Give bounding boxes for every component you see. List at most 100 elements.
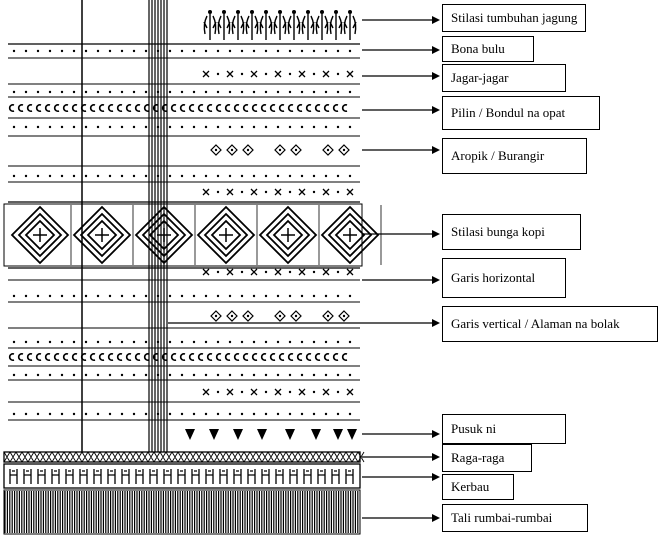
dot [180,174,184,178]
dot [24,174,28,178]
dot [48,90,52,94]
cross [322,70,330,78]
dot [324,174,328,178]
dot [60,412,64,416]
arrow [362,473,440,481]
crescent [332,104,339,112]
triangle [233,429,243,440]
corn-plant [329,14,343,40]
diamond [338,310,350,322]
dot [264,125,268,129]
dot [276,174,280,178]
dot [96,373,100,377]
flower-diamond [265,212,311,258]
dot [48,412,52,416]
corn-head [264,10,268,14]
dot [264,373,268,377]
dot [288,340,292,344]
dot [24,340,28,344]
diamond-center [342,314,346,318]
dot [180,49,184,53]
label-text: Bona bulu [451,41,505,56]
crescent [206,353,213,361]
crescent [143,104,150,112]
cross [346,268,354,276]
cross [202,268,210,276]
dot [96,125,100,129]
dot [168,125,172,129]
band-frame [3,451,361,463]
dot [288,90,292,94]
dot [336,340,340,344]
flower-diamond [320,205,380,265]
buffalo-motif [163,469,172,484]
crescent [152,104,159,112]
dot [120,294,124,298]
fringe-band [3,489,361,535]
triangle [333,429,343,440]
dot [312,49,316,53]
dot [216,49,220,53]
dot [288,390,292,394]
dot [84,412,88,416]
crescent [197,104,204,112]
dot [276,294,280,298]
dot [336,174,340,178]
crosshatch [3,451,365,463]
flower-diamond [79,212,125,258]
cross [250,388,258,396]
dot [336,373,340,377]
label-garis-vertical: Garis vertical / Alaman na bolak [442,306,658,342]
corn-plant [245,14,259,40]
dot [276,340,280,344]
dot [276,373,280,377]
arrow [362,16,440,24]
dot [240,125,244,129]
flower-diamond [196,205,256,265]
cross [274,70,282,78]
dot [312,340,316,344]
dot [72,174,76,178]
crescent [233,353,240,361]
corn-head [278,10,282,14]
dot [264,90,268,94]
dot [312,390,316,394]
crescent [206,104,213,112]
dot [132,125,136,129]
crescent [62,353,69,361]
crescent [305,104,312,112]
arrow [362,276,440,284]
arrow [362,72,440,80]
cross [202,188,210,196]
crescent [62,104,69,112]
buffalo-motif [219,469,228,484]
dot [312,294,316,298]
dot [72,90,76,94]
triangle [209,429,219,440]
corn-plant [343,14,357,40]
dot [192,294,196,298]
label-aropik: Aropik / Burangir [442,138,587,174]
crescent [251,353,258,361]
dot [12,340,16,344]
corn-plant [315,14,329,40]
crescent [323,353,330,361]
buffalo-motif [331,469,340,484]
arrow [362,230,440,238]
dot [72,340,76,344]
dot [348,294,352,298]
crescent [314,353,321,361]
diamond-center [278,148,282,152]
arrow-head [432,46,440,54]
label-raga-raga: Raga-raga [442,444,532,472]
dot [228,90,232,94]
dot [72,125,76,129]
crescent [44,104,51,112]
crescent [332,353,339,361]
label-text: Kerbau [451,479,490,494]
label-text: Raga-raga [451,450,505,465]
crescent [152,353,159,361]
crescent [35,353,42,361]
dot-row [12,373,352,377]
diamond-center [294,314,298,318]
